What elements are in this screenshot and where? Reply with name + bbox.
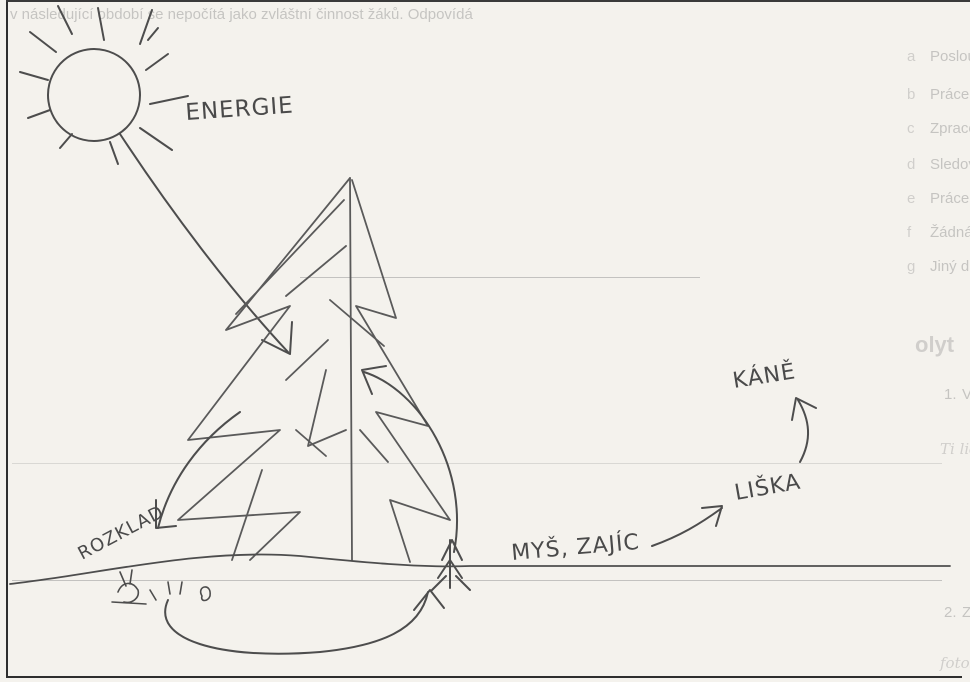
background-intro-line: v následující období se nepočítá jako zv… [10,6,473,23]
label-energy: ENERGIE [185,92,295,125]
background-question-number: 2. [944,604,957,621]
background-option: Jiný druh aktivity, uveďte: [930,258,970,275]
background-answer: Ti lidé nebo zvířata, co se jedna jí tou… [940,440,970,458]
background-option-marker: c [907,120,915,137]
background-option-marker: g [907,258,916,275]
background-option: Práce s mikroskopem a jiné praktické úlo… [930,86,970,103]
background-answer-line [12,580,942,581]
frame-top-border [6,0,970,2]
background-question-number: 1. [944,386,957,403]
background-answer: fotosyntéza, listová zelená vlastně [940,654,970,672]
seedling-icon [431,539,471,591]
label-fox: LIŠKA [733,469,803,506]
food-chain-arrow-fox-to-buzzard [791,397,817,463]
background-answer-line [12,463,942,464]
decomposition-arrow [155,411,241,529]
background-option: Zpracování samostatné práce – vždy si dě… [930,120,970,137]
background-option-marker: d [907,156,916,173]
background-option: Žádná z uvedených možností [930,224,970,241]
drawing-frame [6,2,962,678]
label-decomposition: ROZKLAD [74,502,167,565]
background-option: Poslouchání výkladu učitele [930,48,970,65]
background-section-heading: olyt [915,332,955,357]
nutrient-cycle-arrow [164,589,445,655]
background-option-marker: e [907,190,916,207]
growth-arrow [361,365,459,553]
food-chain-arrow-mouse-to-fox [651,505,723,547]
decomposing-animal-icon [111,569,211,605]
background-question: Zobraz pomocí většího obrázku s pomocí n… [962,604,970,621]
background-option: Sledování naučných videí či dokumentů [930,156,970,173]
background-question: Vysvětli svými slovy, co je to potravní … [962,386,970,403]
tree-icon [177,177,451,563]
label-mouse-hare: MYŠ, ZAJÍC [510,529,641,566]
background-option: Práce ve skupině se spolužáky [930,190,970,207]
label-buzzard: KÁNĚ [731,358,798,394]
ground-line [9,553,951,585]
energy-arrow [119,133,293,355]
background-option-marker: b [907,86,916,103]
background-fill-line [300,277,700,278]
background-option-marker: f [907,224,912,241]
sun-icon [19,5,189,165]
background-option-marker: a [907,48,916,65]
